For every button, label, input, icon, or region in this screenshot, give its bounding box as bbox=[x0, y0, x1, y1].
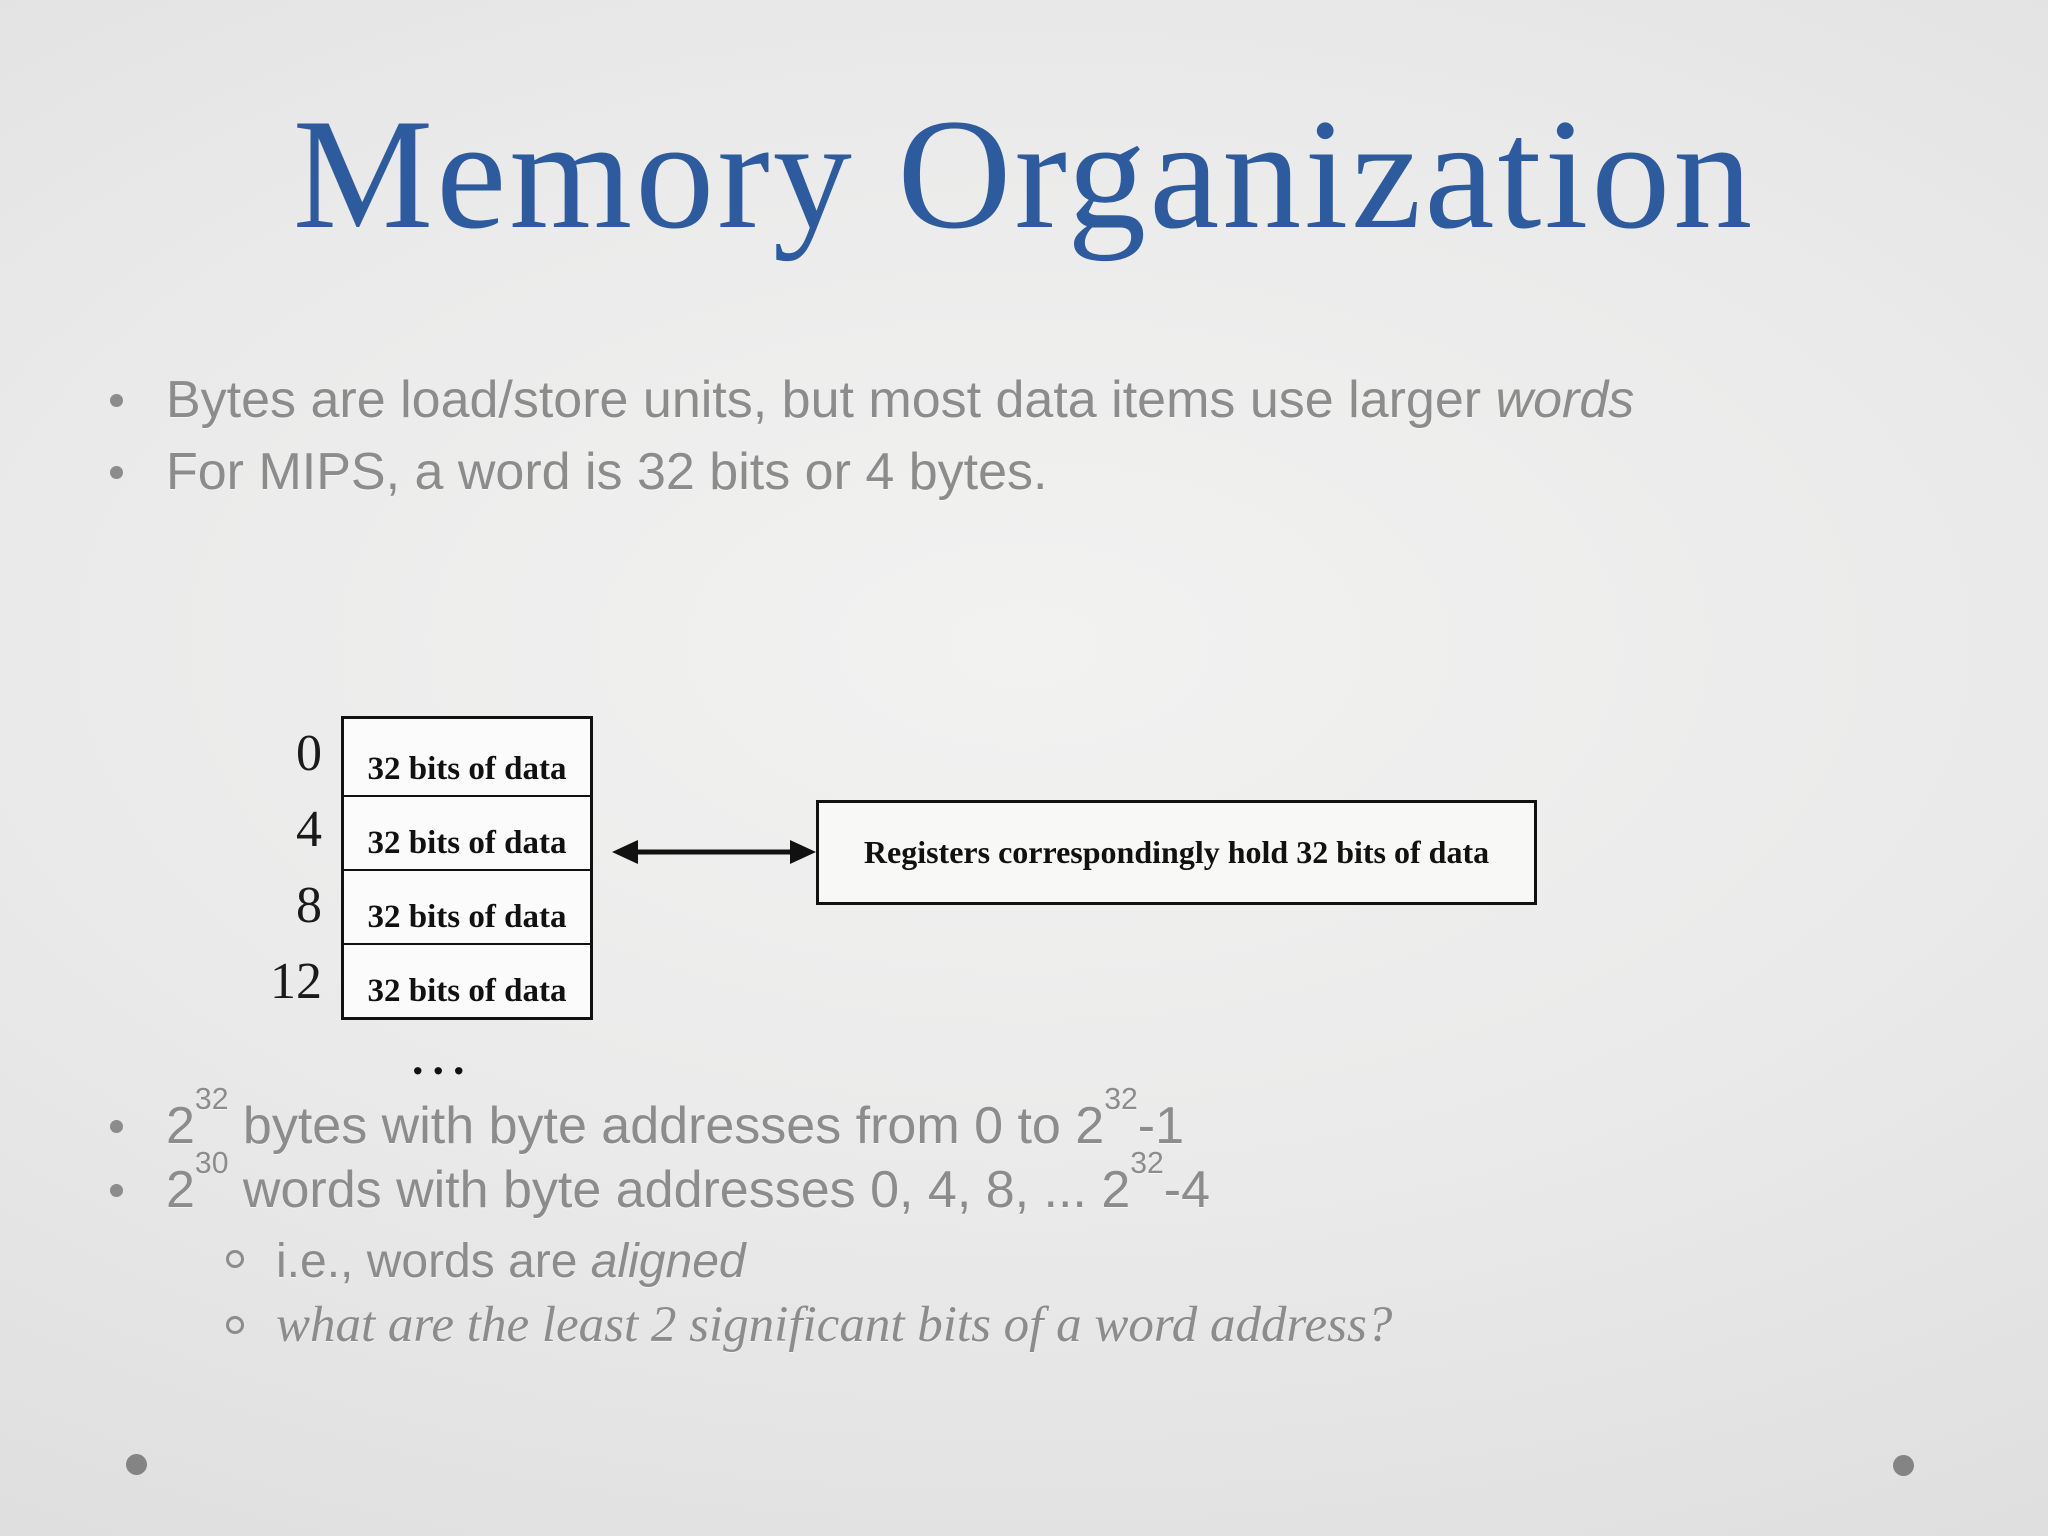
bullet-text: For MIPS, a word is 32 bits or 4 bytes. bbox=[166, 442, 1047, 502]
bullet-text-main: bytes with byte addresses from 0 to 2 bbox=[228, 1097, 1105, 1155]
bullet-text-main: For MIPS, a word is 32 bits or 4 bytes. bbox=[166, 443, 1048, 501]
memory-table: 32 bits of data 32 bits of data 32 bits … bbox=[341, 716, 593, 1020]
bullet-text-tail: -1 bbox=[1137, 1097, 1185, 1155]
power-exponent: 32 bbox=[194, 1083, 229, 1116]
memory-cell: 32 bits of data bbox=[344, 869, 590, 943]
memory-address-label: 12 bbox=[270, 953, 322, 1010]
sub-bullet-text-main: i.e., words are bbox=[276, 1235, 591, 1288]
bullet-text: 232 bytes with byte addresses from 0 to … bbox=[166, 1084, 1185, 1156]
double-arrow-icon bbox=[612, 840, 816, 864]
bullet-text: 230 words with byte addresses 0, 4, 8, .… bbox=[166, 1148, 1211, 1220]
bullet-circle-icon bbox=[226, 1250, 244, 1268]
registers-box: Registers correspondingly hold 32 bits o… bbox=[816, 800, 1537, 905]
power-exponent: 32 bbox=[1104, 1083, 1138, 1116]
bullet-item: 232 bytes with byte addresses from 0 to … bbox=[110, 1084, 1185, 1156]
memory-address-label: 8 bbox=[296, 877, 322, 934]
bullet-item: For MIPS, a word is 32 bits or 4 bytes. bbox=[110, 442, 1047, 502]
bullet-text-main: Bytes are load/store units, but most dat… bbox=[166, 371, 1496, 429]
sub-bullet-text: i.e., words are aligned bbox=[276, 1234, 746, 1290]
sub-bullet-item: what are the least 2 significant bits of… bbox=[226, 1296, 1392, 1354]
ellipsis-label: ... bbox=[412, 1033, 474, 1084]
bullet-text: Bytes are load/store units, but most dat… bbox=[166, 370, 1634, 430]
sub-bullet-text-italic: aligned bbox=[590, 1235, 746, 1288]
power-exponent: 30 bbox=[194, 1147, 229, 1180]
memory-cell: 32 bits of data bbox=[367, 751, 567, 787]
bullet-circle-icon bbox=[226, 1316, 244, 1334]
bullet-text-tail: -4 bbox=[1163, 1161, 1211, 1219]
pushpin-dot-icon bbox=[126, 1454, 147, 1475]
memory-address-label: 4 bbox=[296, 801, 322, 858]
bullet-text-main: words with byte addresses 0, 4, 8, ... 2 bbox=[228, 1161, 1131, 1219]
sub-bullet-text: what are the least 2 significant bits of… bbox=[276, 1296, 1392, 1354]
bullet-dot-icon bbox=[110, 1120, 123, 1133]
registers-box-label: Registers correspondingly hold 32 bits o… bbox=[863, 834, 1490, 870]
memory-cell: 32 bits of data bbox=[344, 795, 590, 869]
slide-title: Memory Organization bbox=[292, 87, 1756, 262]
bullet-item: 230 words with byte addresses 0, 4, 8, .… bbox=[110, 1148, 1211, 1220]
sub-bullet-item: i.e., words are aligned bbox=[226, 1234, 746, 1290]
bullet-text-italic: words bbox=[1495, 371, 1635, 429]
pushpin-dot-icon bbox=[1893, 1455, 1914, 1476]
power-exponent: 32 bbox=[1130, 1147, 1164, 1180]
sub-bullet-text-italic: what are the least 2 significant bits of… bbox=[276, 1297, 1393, 1353]
memory-cell: 32 bits of data bbox=[344, 943, 590, 1017]
bullet-dot-icon bbox=[110, 394, 123, 407]
power-base: 2 bbox=[166, 1097, 195, 1155]
memory-address-label: 0 bbox=[296, 725, 322, 782]
bullet-dot-icon bbox=[110, 466, 123, 479]
power-base: 2 bbox=[166, 1161, 195, 1219]
bullet-item: Bytes are load/store units, but most dat… bbox=[110, 370, 1634, 430]
bullet-dot-icon bbox=[110, 1184, 123, 1197]
